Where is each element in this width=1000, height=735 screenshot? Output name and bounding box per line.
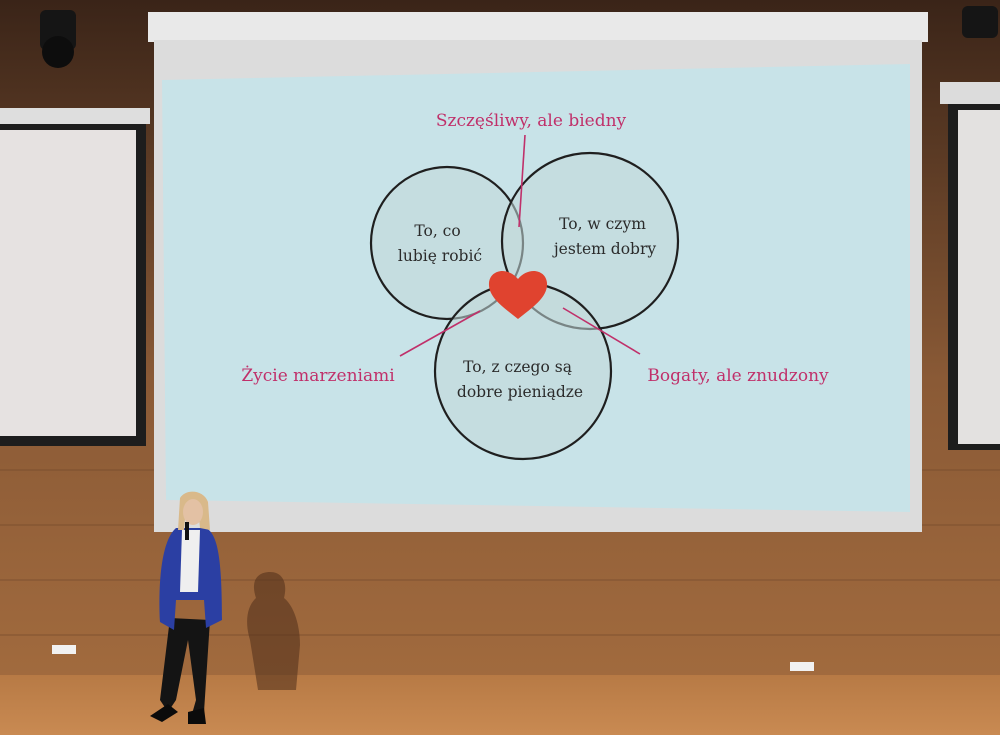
annotation-left: Życie marzeniami (241, 365, 395, 386)
screen-housing (148, 12, 928, 42)
side-screen-right (940, 82, 1000, 450)
venn-label-money: To, z czego są dobre pieniądze (457, 358, 583, 401)
venn-label-hobby: To, co lubię robić (398, 222, 482, 265)
stage-light-left (40, 10, 76, 68)
speaker-head (183, 499, 203, 525)
stage-floor (0, 675, 1000, 735)
wall-outlet-right (790, 662, 814, 671)
speaker-shadow (247, 572, 300, 690)
speaker (150, 491, 222, 724)
annotation-right: Bogaty, ale znudzony (647, 366, 829, 386)
microphone (185, 522, 189, 540)
pointer-line-left (399, 310, 481, 357)
stage-light-right (962, 6, 998, 38)
annotation-top: Szczęśliwy, ale biedny (436, 111, 627, 131)
pointer-line-top (518, 134, 526, 228)
speaker-hair (178, 491, 210, 530)
venn-label-skill: To, w czym jestem dobry (552, 215, 657, 258)
speaker-legs (160, 618, 210, 714)
heart-icon (488, 271, 548, 319)
side-screen-left (0, 108, 150, 446)
speaker-shirt (180, 530, 200, 592)
pointer-line-right (562, 307, 641, 355)
wall-outlet-left (52, 645, 76, 654)
speaker-shoes (150, 704, 206, 724)
